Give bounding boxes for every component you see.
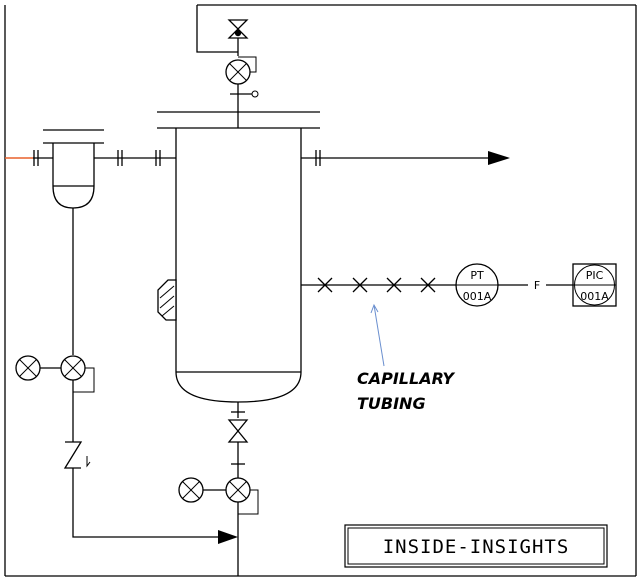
- left-check-valve[interactable]: [63, 441, 83, 469]
- bottom-outlet-line: [178, 402, 259, 576]
- pt-number: 001A: [463, 290, 492, 303]
- inlet-line: [5, 150, 176, 166]
- watermark-text: INSIDE-INSIGHTS: [383, 536, 570, 558]
- flow-arrow-right: [488, 151, 510, 165]
- signal-flag: F: [534, 279, 540, 292]
- side-manway: [157, 279, 177, 321]
- drawing-border: [4, 4, 637, 577]
- inlet-strainer: [43, 129, 104, 209]
- signal-line: F: [498, 279, 573, 292]
- pt-code: PT: [470, 269, 484, 282]
- main-vessel: [157, 111, 320, 403]
- pic-instrument[interactable]: PIC 001A: [572, 263, 617, 307]
- pic-number: 001A: [580, 290, 609, 303]
- annotation-line-1: CAPILLARY: [357, 369, 455, 388]
- capillary-annotation: CAPILLARY TUBING: [357, 303, 455, 413]
- left-drain-line: [15, 208, 218, 538]
- top-gate-valve[interactable]: [227, 19, 249, 30]
- flow-arrow-bottom: [218, 530, 238, 544]
- bottom-gate-valve[interactable]: [227, 419, 249, 433]
- pt-instrument[interactable]: PT 001A: [455, 263, 499, 307]
- annotation-line-2: TUBING: [357, 394, 426, 413]
- pic-code: PIC: [586, 269, 604, 282]
- top-relief-line: [196, 5, 259, 112]
- right-outlet-line: [301, 150, 510, 166]
- capillary-tubing: [301, 277, 456, 293]
- watermark-box: INSIDE-INSIGHTS: [344, 524, 608, 568]
